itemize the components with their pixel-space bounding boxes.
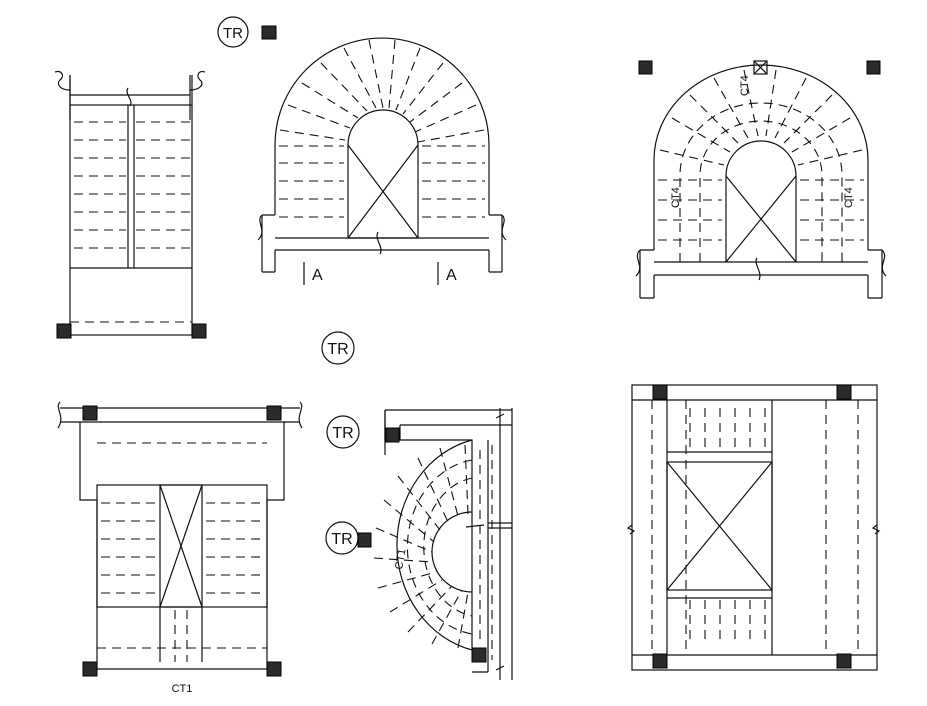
ct1-label-curved: CT1	[393, 548, 408, 571]
plan-dogleg-stair-ct1: CT1	[57, 401, 303, 695]
plan-arched-stair-ct4: CT4 CT4 CT4	[635, 60, 887, 299]
ct4-label-right: CT4	[843, 187, 855, 208]
plan-straight-stair	[54, 71, 207, 339]
plan-arched-stair: A A	[257, 37, 507, 285]
plan-straight-double-stair	[626, 384, 881, 671]
plan-semicircular-stair: CT1	[373, 408, 513, 680]
tr-symbol-lower-1: TR	[326, 415, 360, 449]
ct4-label-top: CT4	[739, 75, 751, 96]
tr-symbol-top: TR	[217, 16, 277, 48]
tr-label: TR	[332, 425, 353, 442]
tr-label: TR	[331, 531, 352, 548]
tr-label: TR	[223, 25, 243, 42]
section-a-label-left: A	[312, 267, 323, 284]
ct1-label-bottom: CT1	[172, 683, 193, 695]
tr-label: TR	[327, 341, 348, 358]
ct4-label-left: CT4	[670, 187, 682, 208]
section-a-label-right: A	[446, 267, 457, 284]
tr-symbol-lower-2: TR	[325, 521, 372, 555]
tr-symbol-middle: TR	[321, 331, 355, 365]
